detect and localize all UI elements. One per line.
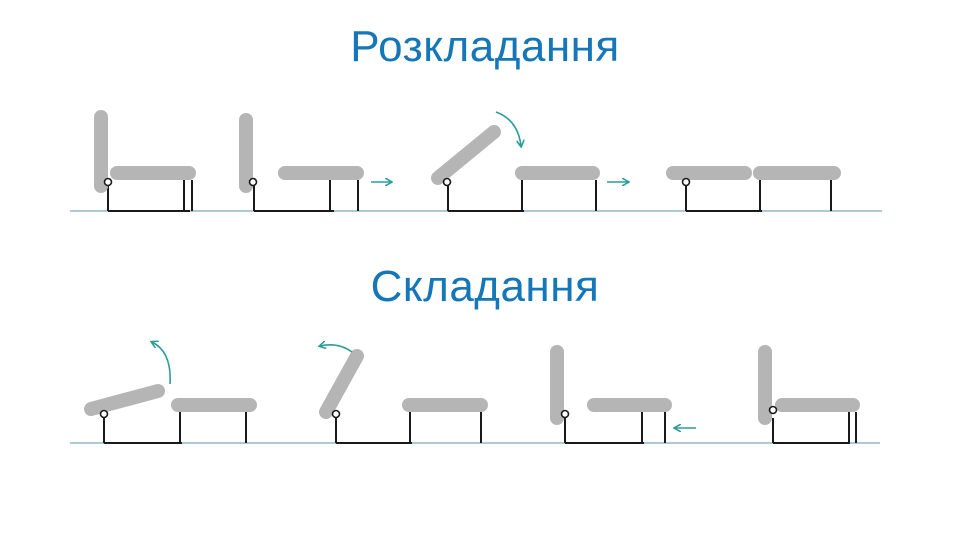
- unfold-stage-3: [431, 125, 600, 212]
- curved-arrow-up-icon: [152, 342, 171, 385]
- unfold-stage-4: [666, 166, 841, 212]
- unfolding-title: Розкладання: [350, 22, 620, 71]
- fold-stage-1: [84, 384, 257, 444]
- unfold-stage-1: [94, 110, 196, 212]
- fold-stage-2: [319, 349, 488, 444]
- unfold-stage-2: [239, 113, 364, 212]
- curved-arrow-left-icon: [320, 345, 353, 353]
- curved-arrow-icon: [495, 111, 521, 146]
- folding-title: Складання: [370, 262, 600, 311]
- fold-stage-3: [550, 345, 672, 444]
- fold-stage-4: [758, 345, 860, 444]
